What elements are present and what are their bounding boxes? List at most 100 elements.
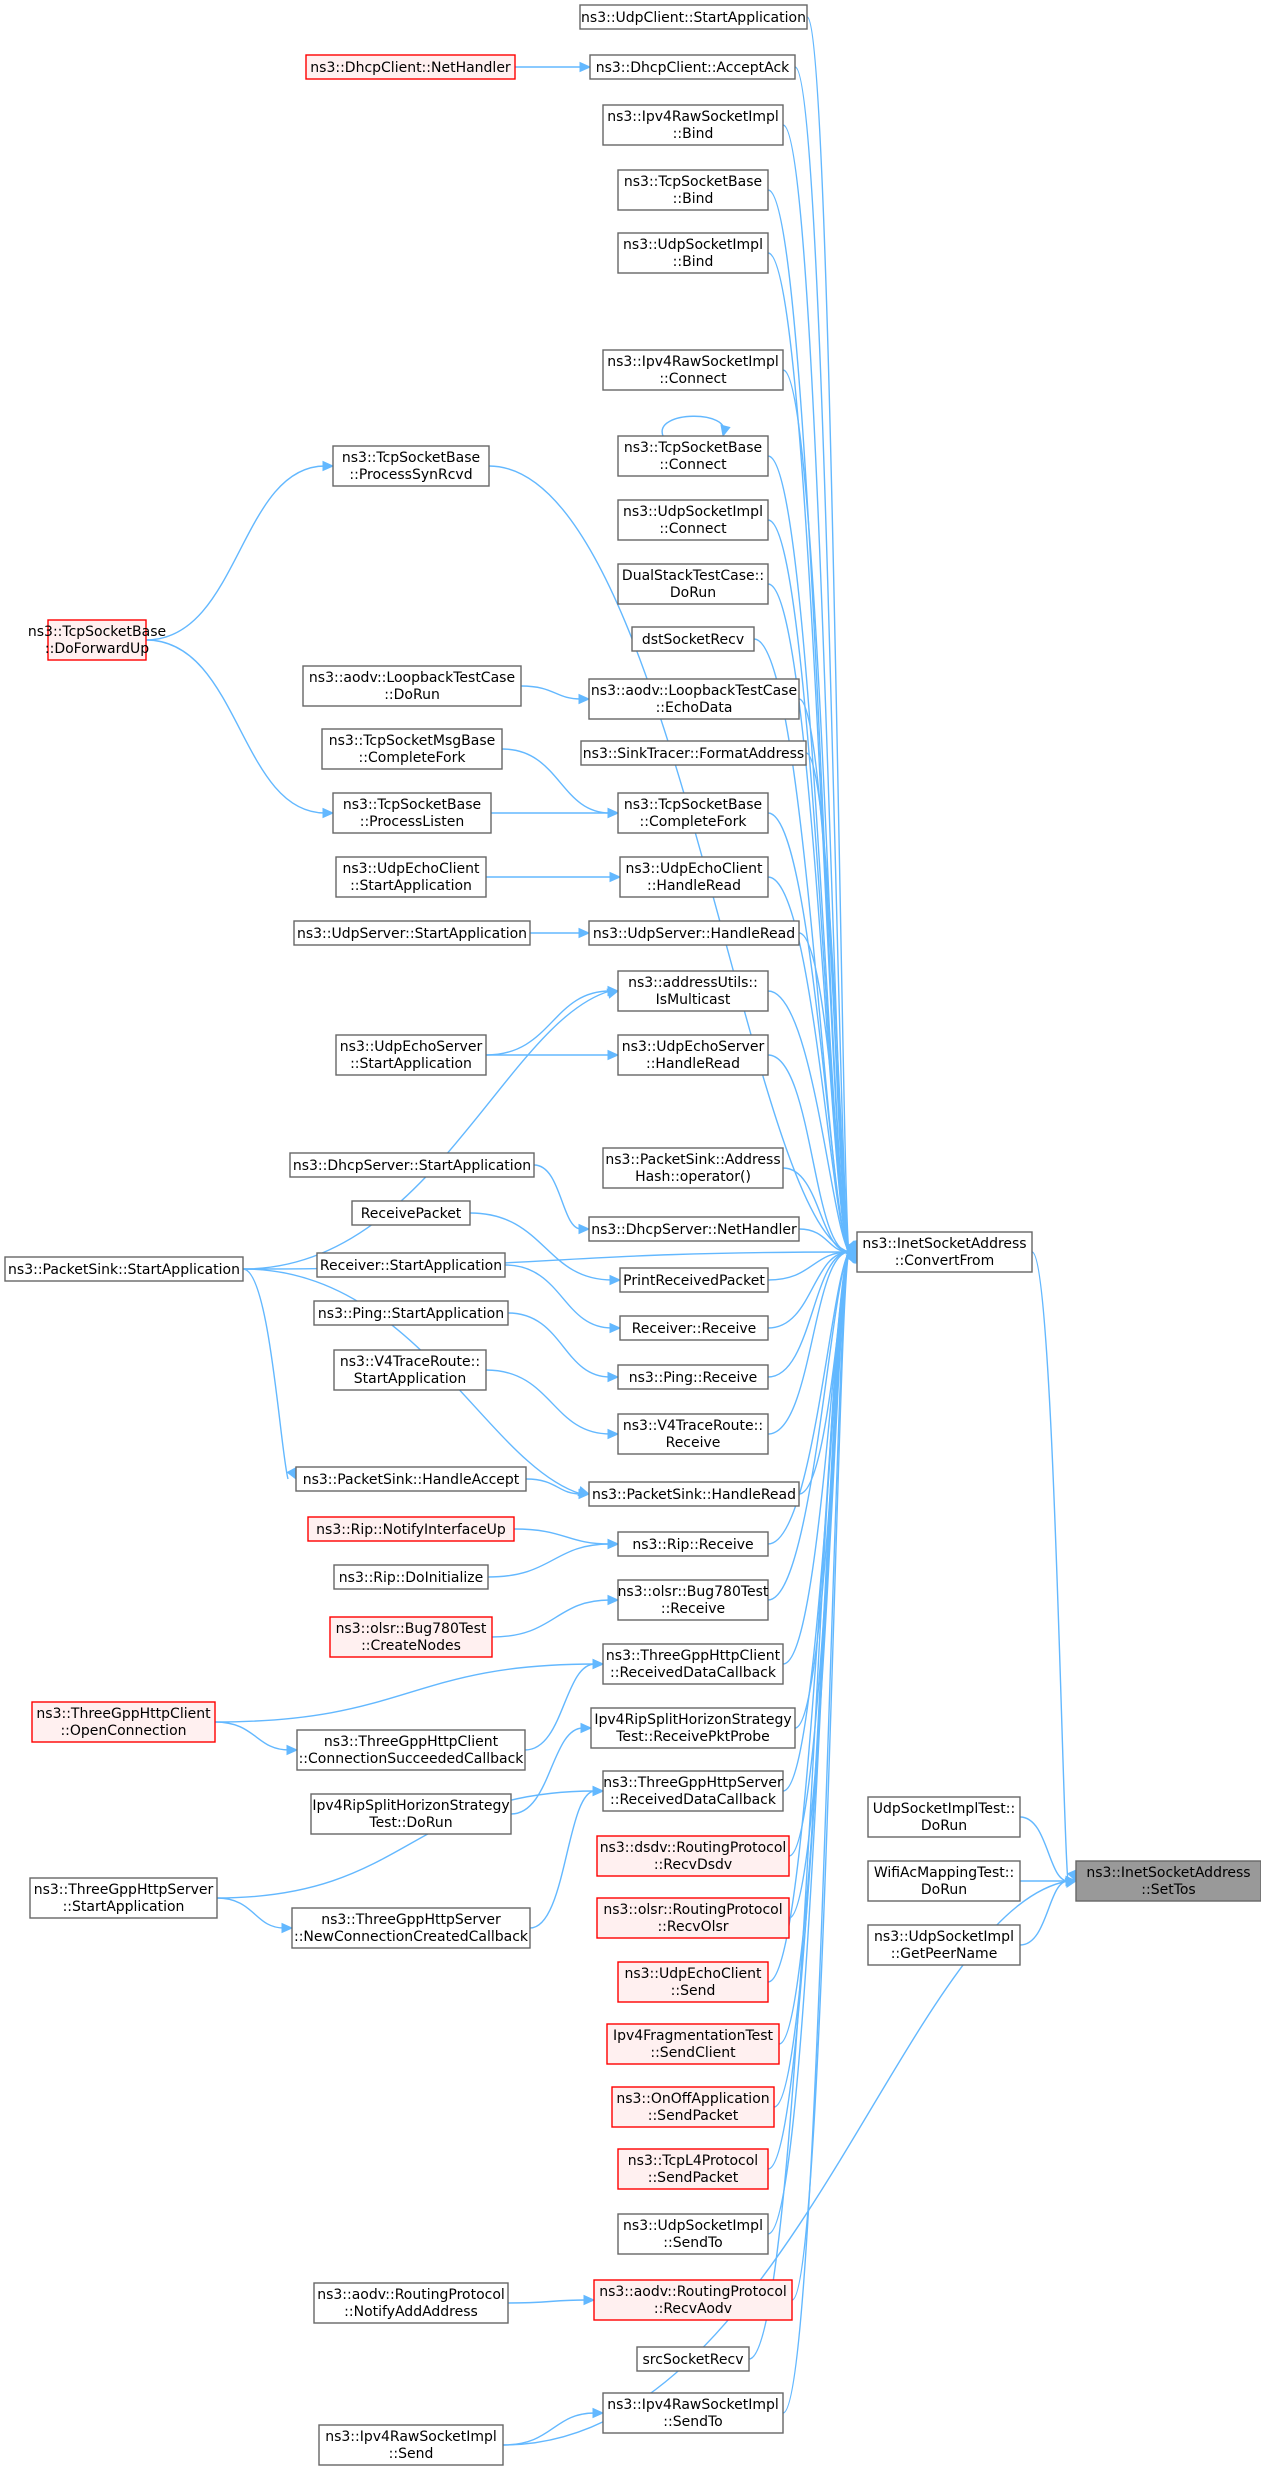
node-label: ns3::TcpSocketMsgBase — [329, 733, 495, 749]
node-box — [602, 1147, 784, 1189]
node-aodv-loop-do-run[interactable]: ns3::aodv::LoopbackTestCase::DoRun — [302, 665, 522, 707]
node-rip-do-init[interactable]: ns3::Rip::DoInitialize — [333, 1564, 489, 1590]
node-udp-server-start[interactable]: ns3::UdpServer::StartApplication — [293, 920, 531, 946]
node-olsr-bug780-receive[interactable]: ns3::olsr::Bug780Test::Receive — [617, 1579, 769, 1621]
node-label: ::SendTo — [663, 2235, 722, 2251]
node-box — [588, 1216, 800, 1242]
node-ipv4-frag-send[interactable]: Ipv4FragmentationTest::SendClient — [606, 2023, 780, 2065]
edge-ipv4-raw-send-to-to-convert-from — [782, 1251, 858, 2414]
node-label: ns3::UdpEchoClient — [625, 861, 763, 877]
node-packet-sink-handle-read[interactable]: ns3::PacketSink::HandleRead — [588, 1481, 800, 1507]
node-dsdv-recv[interactable]: ns3::dsdv::RoutingProtocol::RecvDsdv — [596, 1835, 790, 1877]
node-src-socket-recv[interactable]: srcSocketRecv — [636, 2346, 750, 2372]
node-sink-tracer[interactable]: ns3::SinkTracer::FormatAddress — [580, 740, 807, 766]
node-label: DoRun — [670, 585, 716, 601]
node-box — [589, 54, 796, 80]
node-tcp-complete-fork[interactable]: ns3::TcpSocketBase::CompleteFork — [617, 792, 769, 834]
node-udp-socket-impl-test[interactable]: UdpSocketImplTest::DoRun — [867, 1796, 1021, 1838]
node-udp-connect[interactable]: ns3::UdpSocketImpl::Connect — [617, 499, 769, 541]
node-http-server-received[interactable]: ns3::ThreeGppHttpServer::ReceivedDataCal… — [602, 1770, 784, 1812]
node-udp-bind[interactable]: ns3::UdpSocketImpl::Bind — [617, 232, 769, 274]
node-ipv4-raw-connect[interactable]: ns3::Ipv4RawSocketImpl::Connect — [602, 349, 784, 391]
node-udp-echo-client-send[interactable]: ns3::UdpEchoClient::Send — [617, 1961, 769, 2003]
node-wifi-ac-mapping[interactable]: WifiAcMappingTest::DoRun — [867, 1860, 1021, 1902]
node-dhcp-server-start[interactable]: ns3::DhcpServer::StartApplication — [289, 1152, 535, 1178]
node-olsr-recv[interactable]: ns3::olsr::RoutingProtocol::RecvOlsr — [596, 1897, 790, 1939]
node-udp-client-start[interactable]: ns3::UdpClient::StartApplication — [579, 4, 808, 30]
node-label: PrintReceivedPacket — [623, 1273, 765, 1289]
node-box — [617, 435, 769, 477]
node-ipv4-raw-send-to[interactable]: ns3::Ipv4RawSocketImpl::SendTo — [602, 2392, 784, 2434]
node-packet-sink-handle-accept[interactable]: ns3::PacketSink::HandleAccept — [295, 1466, 527, 1492]
node-label: ns3::TcpSocketBase — [342, 450, 480, 466]
node-dhcp-accept-ack[interactable]: ns3::DhcpClient::AcceptAck — [589, 54, 796, 80]
node-on-off-send[interactable]: ns3::OnOffApplication::SendPacket — [611, 2086, 775, 2128]
node-udp-echo-client-start[interactable]: ns3::UdpEchoClient::StartApplication — [335, 856, 487, 898]
node-receive-packet[interactable]: ReceivePacket — [351, 1200, 471, 1226]
node-olsr-bug780-create[interactable]: ns3::olsr::Bug780Test::CreateNodes — [329, 1616, 493, 1658]
node-label: ::ConnectionSucceededCallback — [299, 1751, 525, 1767]
node-ping-receive[interactable]: ns3::Ping::Receive — [617, 1364, 769, 1390]
node-http-server-new-conn[interactable]: ns3::ThreeGppHttpServer::NewConnectionCr… — [291, 1907, 531, 1949]
edge-http-server-new-conn-to-http-server-received — [529, 1785, 605, 1929]
node-http-client-received[interactable]: ns3::ThreeGppHttpClient::ReceivedDataCal… — [602, 1643, 784, 1685]
node-label: ns3::UdpEchoClient — [342, 861, 480, 877]
graph-nodes: ns3::InetSocketAddress::SetTos ns3::InetS… — [4, 4, 1261, 2466]
node-label: ns3::aodv::LoopbackTestCase — [591, 683, 797, 699]
node-label: ns3::DhcpServer::StartApplication — [293, 1158, 531, 1174]
node-box — [617, 563, 769, 605]
node-tcp-process-listen[interactable]: ns3::TcpSocketBase::ProcessListen — [332, 792, 492, 834]
node-v4-trace-start[interactable]: ns3::V4TraceRoute::StartApplication — [333, 1349, 487, 1391]
node-label: ns3::ThreeGppHttpClient — [606, 1648, 781, 1664]
node-aodv-notify-add[interactable]: ns3::aodv::RoutingProtocol::NotifyAddAdd… — [313, 2282, 509, 2324]
node-tcp-do-forward-up[interactable]: ns3::TcpSocketBase::DoForwardUp — [28, 619, 166, 661]
edge-packet-sink-start-to-packet-sink-handle-accept — [242, 1268, 297, 1481]
node-label: ::Receive — [661, 1601, 725, 1617]
node-print-received-packet[interactable]: PrintReceivedPacket — [619, 1267, 769, 1293]
node-dhcp-net-handler[interactable]: ns3::DhcpClient::NetHandler — [305, 54, 516, 80]
node-receiver-receive[interactable]: Receiver::Receive — [619, 1315, 769, 1341]
node-packet-sink-start[interactable]: ns3::PacketSink::StartApplication — [4, 1256, 244, 1282]
node-udp-server-handle-read[interactable]: ns3::UdpServer::HandleRead — [588, 920, 800, 946]
node-label: ns3::aodv::RoutingProtocol — [317, 2287, 505, 2303]
node-rip-notify[interactable]: ns3::Rip::NotifyInterfaceUp — [307, 1516, 515, 1542]
node-label: ::ReceivedDataCallback — [610, 1665, 777, 1681]
node-get-peer-name[interactable]: ns3::UdpSocketImpl::GetPeerName — [867, 1924, 1021, 1966]
node-ipv4-rip-split-probe[interactable]: Ipv4RipSplitHorizonStrategyTest::Receive… — [590, 1707, 796, 1749]
node-ipv4-raw-bind[interactable]: ns3::Ipv4RawSocketImpl::Bind — [602, 104, 784, 146]
node-udp-echo-server-handle-read[interactable]: ns3::UdpEchoServer::HandleRead — [617, 1034, 769, 1076]
node-aodv-echo-data[interactable]: ns3::aodv::LoopbackTestCase::EchoData — [588, 678, 800, 720]
node-ping-start[interactable]: ns3::Ping::StartApplication — [313, 1300, 509, 1326]
node-v4-trace-receive[interactable]: ns3::V4TraceRoute::Receive — [617, 1413, 769, 1455]
node-box — [295, 1466, 527, 1492]
node-http-client-conn-succ[interactable]: ns3::ThreeGppHttpClient::ConnectionSucce… — [296, 1729, 526, 1771]
node-set-tos[interactable]: ns3::InetSocketAddress::SetTos — [1075, 1860, 1261, 1902]
node-tcp-process-syn-rcvd[interactable]: ns3::TcpSocketBase::ProcessSynRcvd — [332, 445, 490, 487]
node-http-server-start[interactable]: ns3::ThreeGppHttpServer::StartApplicatio… — [29, 1877, 218, 1919]
node-udp-send-to[interactable]: ns3::UdpSocketImpl::SendTo — [617, 2213, 769, 2255]
node-rip-receive[interactable]: ns3::Rip::Receive — [617, 1531, 769, 1557]
node-tcp-msg-complete-fork[interactable]: ns3::TcpSocketMsgBase::CompleteFork — [321, 728, 503, 770]
node-tcp-l4-send[interactable]: ns3::TcpL4Protocol::SendPacket — [617, 2148, 769, 2190]
node-tcp-bind[interactable]: ns3::TcpSocketBase::Bind — [617, 169, 769, 211]
node-receiver-start[interactable]: Receiver::StartApplication — [316, 1252, 506, 1278]
node-box — [602, 349, 784, 391]
node-convert-from[interactable]: ns3::InetSocketAddress::ConvertFrom — [856, 1231, 1033, 1273]
node-udp-echo-client-handle-read[interactable]: ns3::UdpEchoClient::HandleRead — [619, 856, 769, 898]
node-udp-echo-server-start[interactable]: ns3::UdpEchoServer::StartApplication — [335, 1034, 487, 1076]
node-box — [606, 2023, 780, 2065]
node-dhcp-server-net-handler[interactable]: ns3::DhcpServer::NetHandler — [588, 1216, 800, 1242]
node-address-utils[interactable]: ns3::addressUtils::IsMulticast — [617, 970, 769, 1012]
node-label: ns3::UdpEchoServer — [622, 1039, 765, 1055]
node-dual-stack[interactable]: DualStackTestCase::DoRun — [617, 563, 769, 605]
node-tcp-connect[interactable]: ns3::TcpSocketBase::Connect — [617, 435, 769, 477]
node-ipv4-raw-send[interactable]: ns3::Ipv4RawSocketImpl::Send — [318, 2424, 504, 2466]
node-dst-socket-recv[interactable]: dstSocketRecv — [631, 626, 755, 652]
node-http-client-open[interactable]: ns3::ThreeGppHttpClient::OpenConnection — [31, 1701, 216, 1743]
node-label: ns3::TcpSocketBase — [343, 797, 481, 813]
node-aodv-recv[interactable]: ns3::aodv::RoutingProtocol::RecvAodv — [593, 2279, 793, 2321]
edge-ipv4-frag-send-to-convert-from — [778, 1251, 858, 2045]
